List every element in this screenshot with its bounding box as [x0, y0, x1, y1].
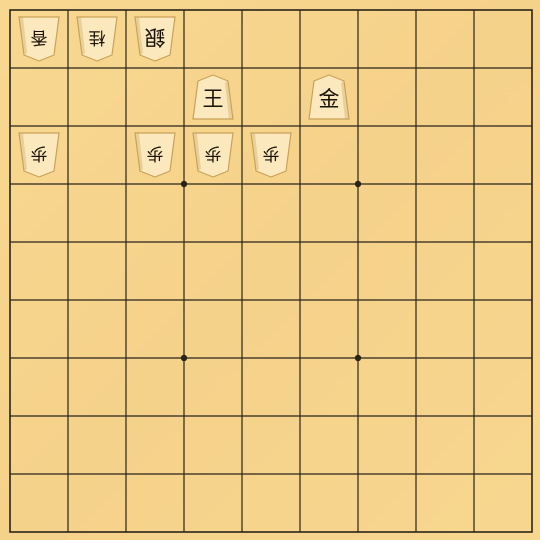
- opponent-pawn-piece[interactable]: 歩: [134, 132, 176, 178]
- opponent-pawn-piece[interactable]: 歩: [18, 132, 60, 178]
- piece-body: [18, 132, 60, 178]
- piece-shade: [135, 133, 143, 171]
- piece-label: 桂: [88, 27, 106, 47]
- piece-body: [308, 74, 350, 120]
- piece-shape: [308, 74, 350, 120]
- piece-shade: [225, 81, 233, 119]
- piece-label: 歩: [30, 143, 48, 163]
- piece-shade: [135, 17, 143, 55]
- piece-shape: [192, 74, 234, 120]
- player-king-piece[interactable]: 王: [192, 74, 234, 120]
- player-gold-piece[interactable]: 金: [308, 74, 350, 120]
- opponent-lance-piece[interactable]: 香: [18, 16, 60, 62]
- piece-body: [18, 16, 60, 62]
- piece-shape: [18, 132, 60, 178]
- piece-shade: [19, 133, 27, 171]
- piece-shape: [250, 132, 292, 178]
- piece-body: [192, 132, 234, 178]
- piece-label: 歩: [262, 143, 280, 163]
- piece-shape: [192, 132, 234, 178]
- piece-label: 香: [30, 27, 48, 47]
- opponent-silver-piece[interactable]: 銀: [134, 16, 176, 62]
- piece-body: [76, 16, 118, 62]
- piece-shape: [18, 16, 60, 62]
- star-point: [180, 354, 188, 362]
- piece-label: 歩: [146, 143, 164, 163]
- piece-label: 歩: [204, 143, 222, 163]
- piece-shape: [134, 16, 176, 62]
- board-border: [9, 9, 533, 533]
- opponent-pawn-piece[interactable]: 歩: [250, 132, 292, 178]
- piece-label: 金: [318, 87, 340, 111]
- piece-shade: [341, 81, 349, 119]
- piece-label: 王: [202, 87, 224, 111]
- star-point: [354, 180, 362, 188]
- opponent-knight-piece[interactable]: 桂: [76, 16, 118, 62]
- piece-shade: [251, 133, 259, 171]
- piece-shade: [193, 133, 201, 171]
- piece-body: [134, 132, 176, 178]
- piece-shade: [19, 17, 27, 55]
- piece-body: [192, 74, 234, 120]
- star-point: [354, 354, 362, 362]
- opponent-pawn-piece[interactable]: 歩: [192, 132, 234, 178]
- piece-shape: [76, 16, 118, 62]
- star-point: [180, 180, 188, 188]
- piece-shape: [134, 132, 176, 178]
- piece-shade: [77, 17, 85, 55]
- piece-body: [134, 16, 176, 62]
- piece-label: 銀: [144, 25, 166, 49]
- piece-body: [250, 132, 292, 178]
